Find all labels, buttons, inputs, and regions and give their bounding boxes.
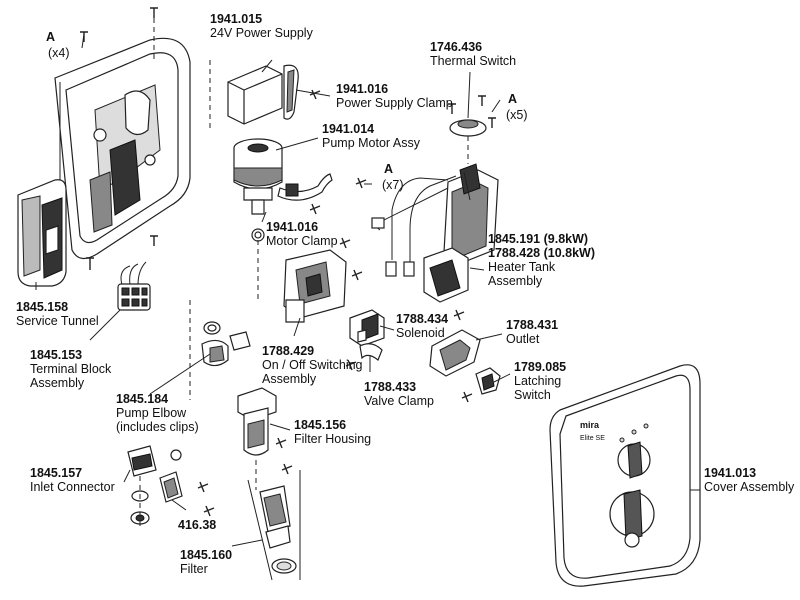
- label-service-tunnel: 1845.158 Service Tunnel: [16, 300, 99, 328]
- part-name: Thermal Switch: [430, 54, 517, 68]
- clip-416-38: [159, 471, 215, 517]
- label-filter-housing: 1845.156 Filter Housing: [294, 418, 371, 446]
- label-terminal-block: 1845.153 Terminal Block Assembly: [30, 348, 111, 390]
- label-power-supply-clamp: 1941.016 Power Supply Clamp: [336, 82, 453, 110]
- part-name: Valve Clamp: [364, 394, 434, 408]
- part-name: Cover Assembly: [704, 480, 795, 494]
- label-pump-motor: 1941.014 Pump Motor Assy: [322, 122, 420, 150]
- part-code: 1941.016: [266, 220, 319, 234]
- leader-lines: [35, 33, 700, 547]
- part-name: Service Tunnel: [16, 314, 99, 328]
- part-code: 1845.153: [30, 348, 83, 362]
- filter: [247, 470, 301, 581]
- screw-ref-count: (x4): [48, 46, 70, 60]
- part-code: 1788.433: [364, 380, 417, 394]
- label-cover-assembly: 1941.013 Cover Assembly: [704, 466, 794, 494]
- label-valve-clamp: 1788.433 Valve Clamp: [364, 380, 434, 408]
- label-switching-assembly: 1788.429 On / Off Switching Assembly: [262, 344, 363, 386]
- cover-model: Elite SE: [580, 435, 605, 442]
- part-code: 1845.157: [30, 466, 83, 480]
- part-name: Filter: [180, 562, 208, 576]
- label-motor-clamp: 1941.016 Motor Clamp: [266, 220, 338, 248]
- part-code: 1941.016: [336, 82, 389, 96]
- part-code: 1845.158: [16, 300, 69, 314]
- part-name: Heater Tank: [488, 260, 556, 274]
- part-name: Latching: [514, 374, 562, 388]
- part-code: 1845.191 (9.8kW): [488, 232, 589, 246]
- backplate-casing: [54, 37, 191, 260]
- switching-assembly: [283, 237, 363, 323]
- cover-assembly: mira Elite SE: [549, 364, 701, 587]
- solenoid: [349, 309, 385, 347]
- part-name: Filter Housing: [294, 432, 372, 446]
- part-code: 1788.434: [396, 312, 449, 326]
- label-power-supply: 1941.015 24V Power Supply: [210, 12, 313, 40]
- part-code: 1845.184: [116, 392, 169, 406]
- part-code: 1788.429: [262, 344, 315, 358]
- part-code: 1788.431: [506, 318, 559, 332]
- screw-ref-letter: A: [384, 162, 394, 176]
- terminal-block: [117, 261, 151, 311]
- label-inlet-connector: 1845.157 Inlet Connector: [30, 466, 115, 494]
- part-name: Inlet Connector: [30, 480, 115, 494]
- filter-housing: [237, 387, 293, 490]
- label-clip: 416.38: [178, 518, 216, 532]
- screw-ref-count: (x7): [382, 178, 404, 192]
- screw-ref-letter: A: [508, 92, 518, 106]
- part-name: Solenoid: [396, 326, 445, 340]
- part-name: Terminal Block: [30, 362, 112, 376]
- label-outlet: 1788.431 Outlet: [506, 318, 558, 346]
- part-name: Power Supply Clamp: [336, 96, 453, 110]
- pump-elbow: [189, 300, 251, 400]
- valve-clamp: [345, 343, 383, 371]
- label-thermal-switch: 1746.436 Thermal Switch: [430, 40, 516, 68]
- label-solenoid: 1788.434 Solenoid: [396, 312, 448, 340]
- part-name-line2: Switch: [514, 388, 551, 402]
- service-tunnel: [17, 179, 67, 287]
- part-code: 1941.014: [322, 122, 375, 136]
- label-filter: 1845.160 Filter: [180, 548, 232, 576]
- screw-ref-letter: A: [46, 30, 56, 44]
- label-pump-elbow: 1845.184 Pump Elbow (includes clips): [116, 392, 199, 434]
- part-code: 1845.160: [180, 548, 233, 562]
- screw-set-a-x4: [80, 7, 158, 270]
- cover-brand: mira: [580, 420, 600, 430]
- label-latching-switch: 1789.085 Latching Switch: [514, 360, 566, 402]
- part-code: 1845.156: [294, 418, 347, 432]
- motor-clamp: [277, 173, 367, 215]
- part-name-line2: Assembly: [30, 376, 85, 390]
- latching-switch: [475, 367, 501, 395]
- part-name-line2: Assembly: [488, 274, 543, 288]
- part-code: 1746.436: [430, 40, 483, 54]
- part-code: 1941.013: [704, 466, 757, 480]
- thermal-switch: [448, 95, 496, 164]
- part-code: 416.38: [178, 518, 217, 532]
- power-supply: [209, 60, 283, 130]
- part-name: Outlet: [506, 332, 540, 346]
- screw-ref-count: (x5): [506, 108, 528, 122]
- power-supply-clamp: [283, 64, 321, 120]
- part-name: Motor Clamp: [266, 234, 338, 248]
- part-name: Pump Elbow: [116, 406, 187, 420]
- part-name: On / Off Switching: [262, 358, 363, 372]
- part-name-line2: (includes clips): [116, 420, 199, 434]
- part-code: 1789.085: [514, 360, 567, 374]
- part-code: 1941.015: [210, 12, 263, 26]
- outlet: [429, 309, 481, 403]
- part-name-line2: Assembly: [262, 372, 317, 386]
- part-name: 24V Power Supply: [210, 26, 313, 40]
- pump-motor: [233, 138, 283, 300]
- inlet-connector: [127, 445, 182, 530]
- part-code-alt: 1788.428 (10.8kW): [488, 246, 596, 260]
- heater-tank: [371, 163, 499, 303]
- label-heater-tank: 1845.191 (9.8kW) 1788.428 (10.8kW) Heate…: [488, 232, 595, 288]
- part-name: Pump Motor Assy: [322, 136, 420, 150]
